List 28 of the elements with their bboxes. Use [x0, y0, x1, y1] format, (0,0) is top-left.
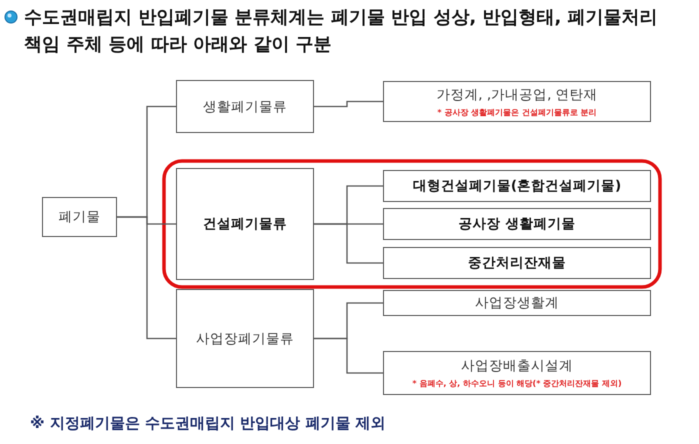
- category-box: [176, 289, 314, 388]
- box-label: 생활폐기물류: [203, 98, 287, 116]
- item-box: [383, 247, 651, 279]
- footnote: ※ 지정폐기물은 수도권매립지 반입대상 폐기물 제외: [30, 414, 386, 433]
- item-box: [383, 208, 651, 240]
- category-box: [176, 80, 314, 133]
- title: 수도권매립지 반입폐기물 분류체계는 폐기물 반입 성상, 반입형태, 폐기물처리 책임 주체 등에 따라 아래와 같이 구분: [24, 6, 659, 57]
- connector-line: [314, 100, 383, 108]
- item-box: [383, 81, 651, 122]
- category-box: [176, 168, 314, 280]
- item-box: [383, 170, 651, 202]
- connector-line: [117, 216, 176, 340]
- item-box: [383, 290, 651, 316]
- connector-line: [314, 338, 383, 374]
- item-box: [383, 351, 651, 395]
- box-label: 중간처리잔재물: [468, 254, 566, 272]
- box-label: 대형건설폐기물(혼합건설폐기물): [412, 177, 622, 195]
- root-box: [42, 197, 117, 237]
- box-label: 사업장생활계: [475, 294, 559, 312]
- box-label: 사업장배출시설계: [461, 357, 573, 375]
- connector-line: [314, 223, 383, 264]
- box-label: 폐기물: [58, 208, 100, 226]
- note-text: * 음폐수, 상, 하수오니 등이 해당(* 중간처리잔재물 제외): [412, 378, 622, 389]
- note-text: * 공사장 생활폐기물은 건설폐기물류로 분리: [437, 106, 597, 118]
- box-label: 건설폐기물류: [203, 215, 287, 233]
- box-label: 사업장폐기물류: [196, 330, 294, 348]
- box-label: 가정계, ,가내공업, 연탄재: [436, 86, 598, 104]
- box-label: 공사장 생활폐기물: [458, 215, 576, 233]
